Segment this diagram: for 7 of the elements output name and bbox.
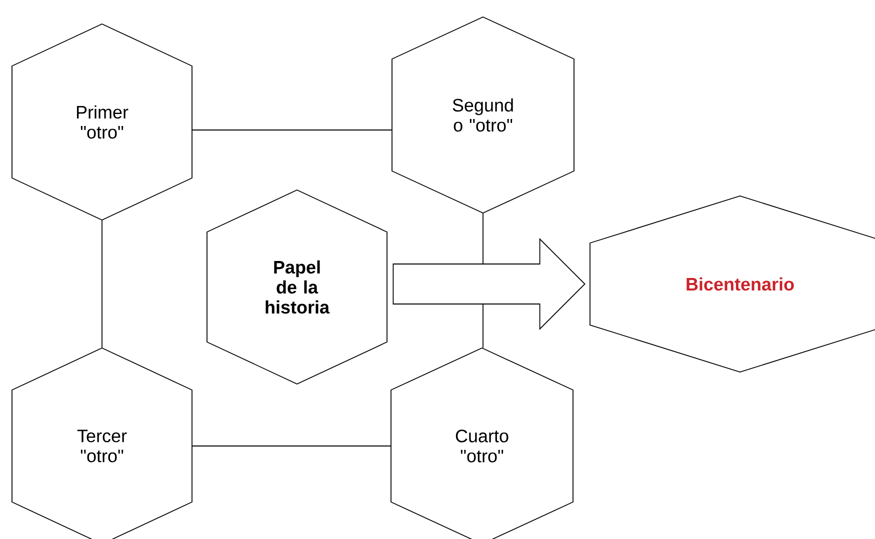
hexagon: Cuarto "otro" <box>390 348 574 539</box>
flat-hexagon: Bicentenario <box>590 196 875 372</box>
hexagon: Tercer "otro" <box>12 348 192 539</box>
block-arrow <box>392 238 586 330</box>
hexagon: Papel de la historia <box>206 190 388 384</box>
hexagon: Primer "otro" <box>12 24 192 220</box>
hexagon: Segund o "otro" <box>392 16 574 214</box>
